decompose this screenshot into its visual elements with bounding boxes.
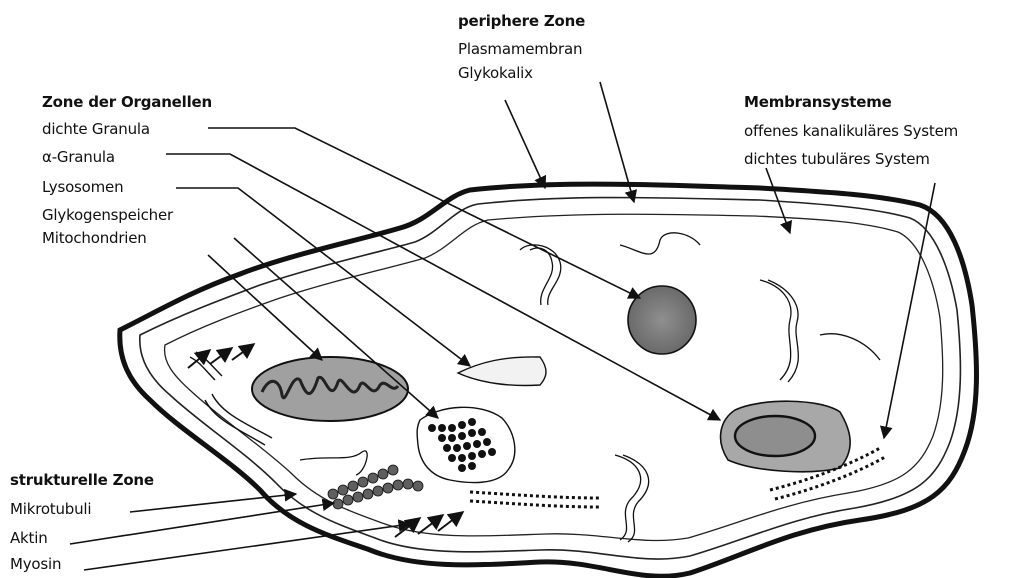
dense-granule	[628, 286, 696, 354]
myosin-label: Myosin	[10, 555, 61, 573]
glycocalyx-label: Glykokalix	[458, 64, 533, 82]
membrane-systems-title: Membransysteme	[744, 93, 892, 111]
peripheral-zone-title: periphere Zone	[458, 12, 585, 30]
alpha-granule-core	[735, 416, 815, 456]
cell-outer-membrane	[120, 184, 977, 576]
organelle-zone-title: Zone der Organellen	[42, 93, 212, 111]
alpha-granules-label: α-Granula	[42, 148, 115, 166]
structural-zone-title: strukturelle Zone	[10, 471, 154, 489]
dense-tubular-system-label: dichtes tubuläres System	[744, 150, 930, 168]
mitochondria-label: Mitochondrien	[42, 229, 147, 247]
dense-granules-label: dichte Granula	[42, 120, 150, 138]
open-canalicular-system-label: offenes kanalikuläres System	[744, 122, 958, 140]
glycogen-store-label: Glykogenspeicher	[42, 206, 173, 224]
plasma-membrane-label: Plasmamembran	[458, 40, 582, 58]
lysosomes-label: Lysosomen	[42, 178, 123, 196]
microtubules-label: Mikrotubuli	[10, 500, 91, 518]
actin-label: Aktin	[10, 529, 48, 547]
